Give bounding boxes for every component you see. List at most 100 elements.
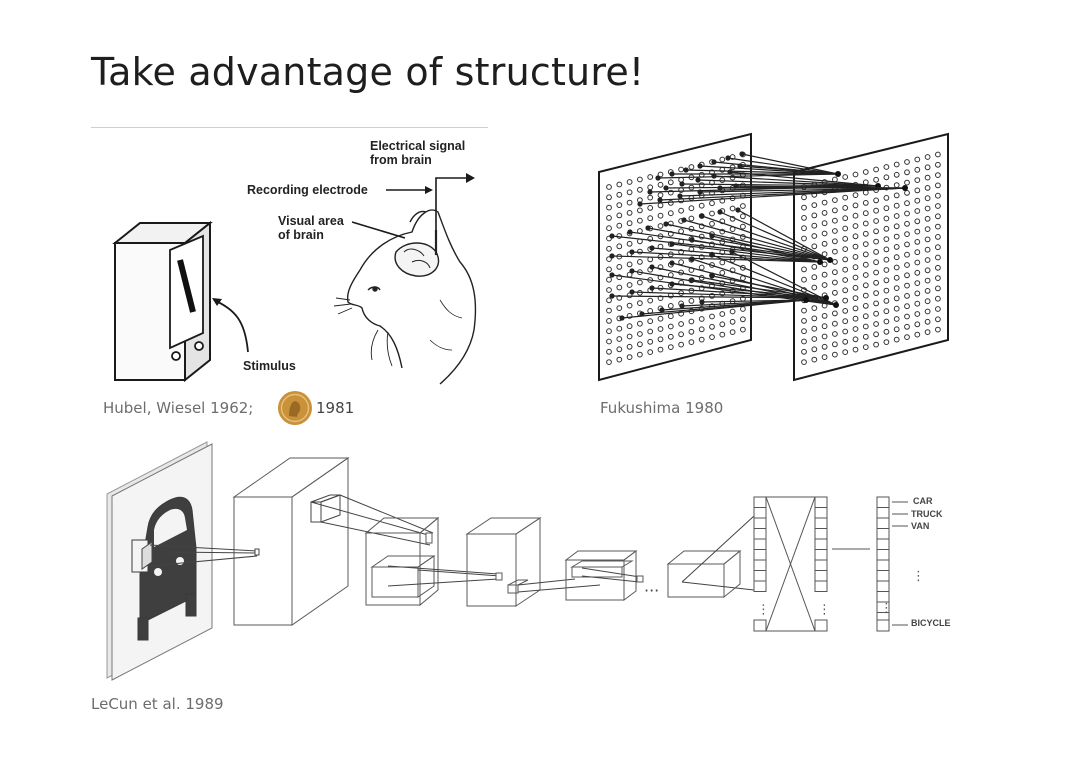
feature-unit [873, 238, 879, 245]
target-feature-unit [817, 259, 823, 265]
connection-line [711, 275, 827, 299]
input-unit [606, 348, 612, 355]
feature-unit [852, 233, 859, 240]
active-input-unit [659, 307, 665, 313]
active-input-unit [647, 189, 653, 195]
feature-unit [852, 202, 859, 209]
active-input-unit [709, 252, 715, 258]
connection-line [681, 299, 807, 307]
feature-unit [852, 346, 859, 353]
input-unit [740, 203, 746, 209]
fc2-neuron [814, 507, 828, 519]
active-input-unit [683, 167, 689, 173]
target-feature-unit [902, 185, 908, 191]
feature-unit [852, 264, 859, 271]
feature-unit [883, 164, 890, 170]
feature-unit [842, 174, 849, 180]
feature-unit [893, 316, 900, 322]
feature-unit [904, 323, 910, 330]
input-unit [616, 305, 623, 312]
input-unit [626, 323, 633, 330]
feature-unit [904, 159, 910, 165]
feature-unit [832, 269, 838, 276]
fc2-neuron [814, 559, 828, 571]
output-neuron [876, 538, 890, 550]
active-input-unit [699, 299, 705, 305]
input-unit [740, 223, 746, 230]
feature-unit [862, 241, 869, 248]
feature-unit [811, 222, 818, 229]
input-unit [626, 354, 633, 361]
active-input-unit [627, 229, 633, 235]
feature-unit [842, 246, 849, 253]
feature-unit [914, 156, 921, 163]
input-unit [637, 207, 643, 214]
feature-unit [842, 297, 849, 304]
feature-unit [862, 272, 869, 278]
active-input-unit [737, 163, 743, 169]
feature-unit [852, 284, 859, 291]
fc2-neuron [814, 517, 828, 529]
active-input-unit [629, 268, 635, 274]
active-input-unit [669, 171, 675, 177]
feature-unit [852, 305, 859, 312]
input-unit [719, 269, 726, 276]
conv-last-volume [666, 515, 755, 599]
input-unit [709, 323, 715, 330]
active-input-unit [637, 201, 643, 207]
active-input-unit [639, 311, 645, 317]
stimulus-label: Stimulus [243, 359, 296, 373]
feature-unit [914, 239, 921, 245]
output-neuron [876, 559, 890, 571]
feature-unit [924, 298, 931, 305]
input-unit [678, 207, 684, 214]
feature-unit [935, 192, 941, 199]
feature-unit [924, 318, 931, 325]
connection-line [683, 219, 831, 261]
feature-unit [811, 243, 818, 250]
connection-line [735, 185, 906, 189]
input-unit [729, 318, 736, 325]
connection-line [651, 287, 827, 299]
input-unit [637, 320, 643, 327]
feature-unit [904, 231, 910, 238]
input-unit [688, 298, 695, 304]
feature-unit [801, 348, 807, 355]
feature-unit [904, 334, 910, 341]
input-unit [626, 189, 633, 196]
active-input-unit [681, 217, 687, 223]
input-unit [688, 318, 695, 325]
feature-unit [883, 205, 890, 212]
feature-unit [862, 323, 869, 330]
car-icon [131, 496, 197, 641]
input-unit [626, 333, 633, 340]
input-unit [657, 346, 664, 353]
input-unit [667, 179, 674, 186]
feature-unit [862, 169, 869, 175]
slide-title: Take advantage of structure! [91, 50, 645, 94]
input-unit [657, 171, 664, 178]
connection-line [741, 153, 839, 175]
input-unit [606, 307, 612, 314]
feature-unit [904, 169, 910, 176]
active-input-unit [669, 281, 675, 287]
target-feature-unit [835, 171, 841, 177]
input-unit [647, 297, 654, 304]
feature-unit [935, 203, 941, 209]
feature-unit [914, 218, 921, 225]
signal-arrowhead [466, 173, 475, 183]
feature-unit [914, 228, 921, 235]
input-unit [657, 326, 664, 332]
input-unit [678, 341, 684, 348]
feature-unit [842, 338, 849, 345]
input-unit [657, 336, 664, 343]
active-input-unit [677, 193, 683, 199]
feature-unit [935, 326, 941, 333]
feature-unit [914, 280, 921, 287]
fc2-neuron [814, 580, 828, 592]
feature-unit [842, 318, 849, 325]
feature-unit [924, 288, 931, 294]
feature-unit [924, 308, 931, 315]
